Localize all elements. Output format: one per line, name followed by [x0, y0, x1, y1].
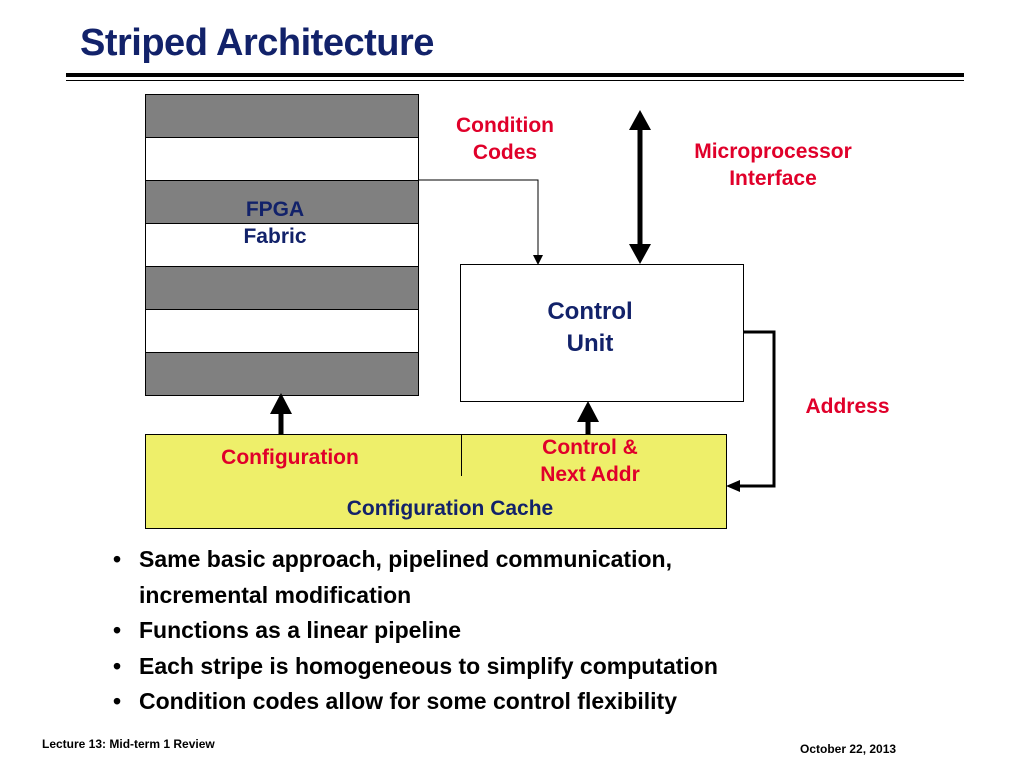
address-label: Address [805, 395, 890, 418]
fpga-stripe-1 [145, 94, 419, 138]
bullet-list: • Same basic approach, pipelined communic… [112, 542, 992, 720]
bullet-marker: • [113, 546, 122, 572]
address-arrow [726, 330, 776, 492]
bullet-marker: • [113, 688, 122, 714]
configuration-up-arrow [270, 393, 292, 434]
condition-codes-label: Condition Codes [456, 114, 554, 165]
cache-divider [461, 434, 462, 476]
fpga-stripe-4 [145, 223, 419, 267]
bullet-marker: • [113, 652, 122, 679]
footer-date: October 22, 2013 [800, 742, 897, 756]
bullet-item: • Same basic approach, pipelined communic… [112, 542, 992, 613]
fpga-fabric-label: FPGA Fabric [243, 198, 307, 249]
footer-lecture: Lecture 13: Mid-term 1 Review [42, 737, 215, 751]
bullet-item: • Functions as a linear pipeline [112, 613, 992, 649]
title-rule-thin [66, 80, 964, 81]
condition-codes-arrow [418, 179, 543, 265]
configuration-cache-box [145, 434, 727, 529]
fpga-stripe-3 [145, 180, 419, 224]
control-next-addr-label: Control & Next Addr [540, 436, 640, 487]
title-rule-thick [66, 73, 964, 77]
bullet-item: • Condition codes allow for some control … [112, 684, 992, 720]
configuration-label: Configuration [221, 446, 359, 469]
slide-title: Striped Architecture [80, 22, 434, 64]
bullet-text: Same basic approach, pipelined communica… [139, 546, 672, 608]
fpga-stripe-6 [145, 309, 419, 353]
fpga-stripe-2 [145, 137, 419, 181]
microprocessor-interface-arrow [629, 110, 651, 264]
configuration-cache-label: Configuration Cache [346, 497, 554, 520]
bullet-marker: • [113, 617, 122, 643]
bullet-text: Functions as a linear pipeline [139, 617, 462, 643]
bullet-text: Condition codes allow for some control f… [139, 688, 677, 714]
bullet-text: Each stripe is homogeneous to simplify c… [139, 652, 718, 679]
microprocessor-interface-label: Microprocessor Interface [694, 140, 852, 191]
control-next-up-arrow [577, 401, 599, 434]
bullet-item: • Each stripe is homogeneous to simplify … [112, 649, 992, 685]
control-unit-label: Control Unit [547, 298, 633, 358]
control-unit-box [460, 264, 744, 402]
